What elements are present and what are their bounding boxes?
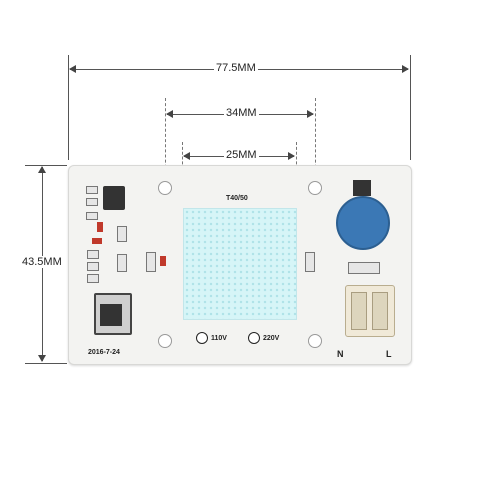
model-label: T40/50 [226, 195, 248, 202]
dim-34-arrow-right [307, 110, 314, 118]
smd-red-center [160, 256, 166, 266]
mounting-hole-top-right [308, 181, 322, 195]
dim-height-top-extension [25, 165, 67, 166]
dim-77-right-extension [410, 55, 411, 160]
smd-component-6 [87, 262, 99, 271]
voltage-110-label: 110V [211, 335, 227, 342]
fuse-component [348, 262, 380, 274]
terminal-n-label: N [337, 349, 344, 359]
dim-led-label: 25MM [224, 149, 259, 161]
resistor-left-center [146, 252, 156, 272]
terminal-clip-l [372, 292, 388, 330]
voltage-220-label: 220V [263, 335, 280, 342]
dim-height-label: 43.5MM [20, 256, 64, 268]
mounting-hole-top-left [158, 181, 172, 195]
bridge-rectifier [353, 180, 371, 196]
dim-height-arrow-bottom [38, 355, 46, 362]
pad-220v [248, 332, 260, 344]
dim-height-arrow-top [38, 166, 46, 173]
smd-component-2 [86, 198, 98, 206]
smd-component-4 [117, 226, 127, 242]
terminal-l-label: L [386, 349, 392, 359]
cob-led-chip [183, 208, 297, 320]
resistor-right-center [305, 252, 315, 272]
dim-77-left-extension [68, 55, 69, 160]
mounting-hole-bottom-left [158, 334, 172, 348]
mosfet-body [100, 304, 122, 326]
terminal-clip-n [351, 292, 367, 330]
dim-25-arrow-left [183, 152, 190, 160]
mounting-hole-bottom-right [308, 334, 322, 348]
dim-77-arrow-left [69, 65, 76, 73]
dim-25-arrow-right [288, 152, 295, 160]
smd-component-1 [86, 186, 98, 194]
smd-component-7 [87, 274, 99, 283]
smd-red-1 [97, 222, 103, 232]
smd-component-3 [86, 212, 98, 220]
dim-34-arrow-left [166, 110, 173, 118]
date-code: 2016-7-24 [88, 349, 120, 356]
smd-component-8 [117, 254, 127, 272]
ic-chip [103, 186, 125, 210]
varistor-capacitor [336, 196, 390, 250]
pad-110v [196, 332, 208, 344]
smd-component-5 [87, 250, 99, 259]
dim-width-total-label: 77.5MM [214, 62, 258, 74]
dim-height-bottom-extension [25, 363, 67, 364]
smd-red-2 [92, 238, 102, 244]
dim-holes-label: 34MM [224, 107, 259, 119]
dim-34-left-extension [165, 98, 166, 178]
dim-34-right-extension [315, 98, 316, 178]
dim-77-arrow-right [402, 65, 409, 73]
